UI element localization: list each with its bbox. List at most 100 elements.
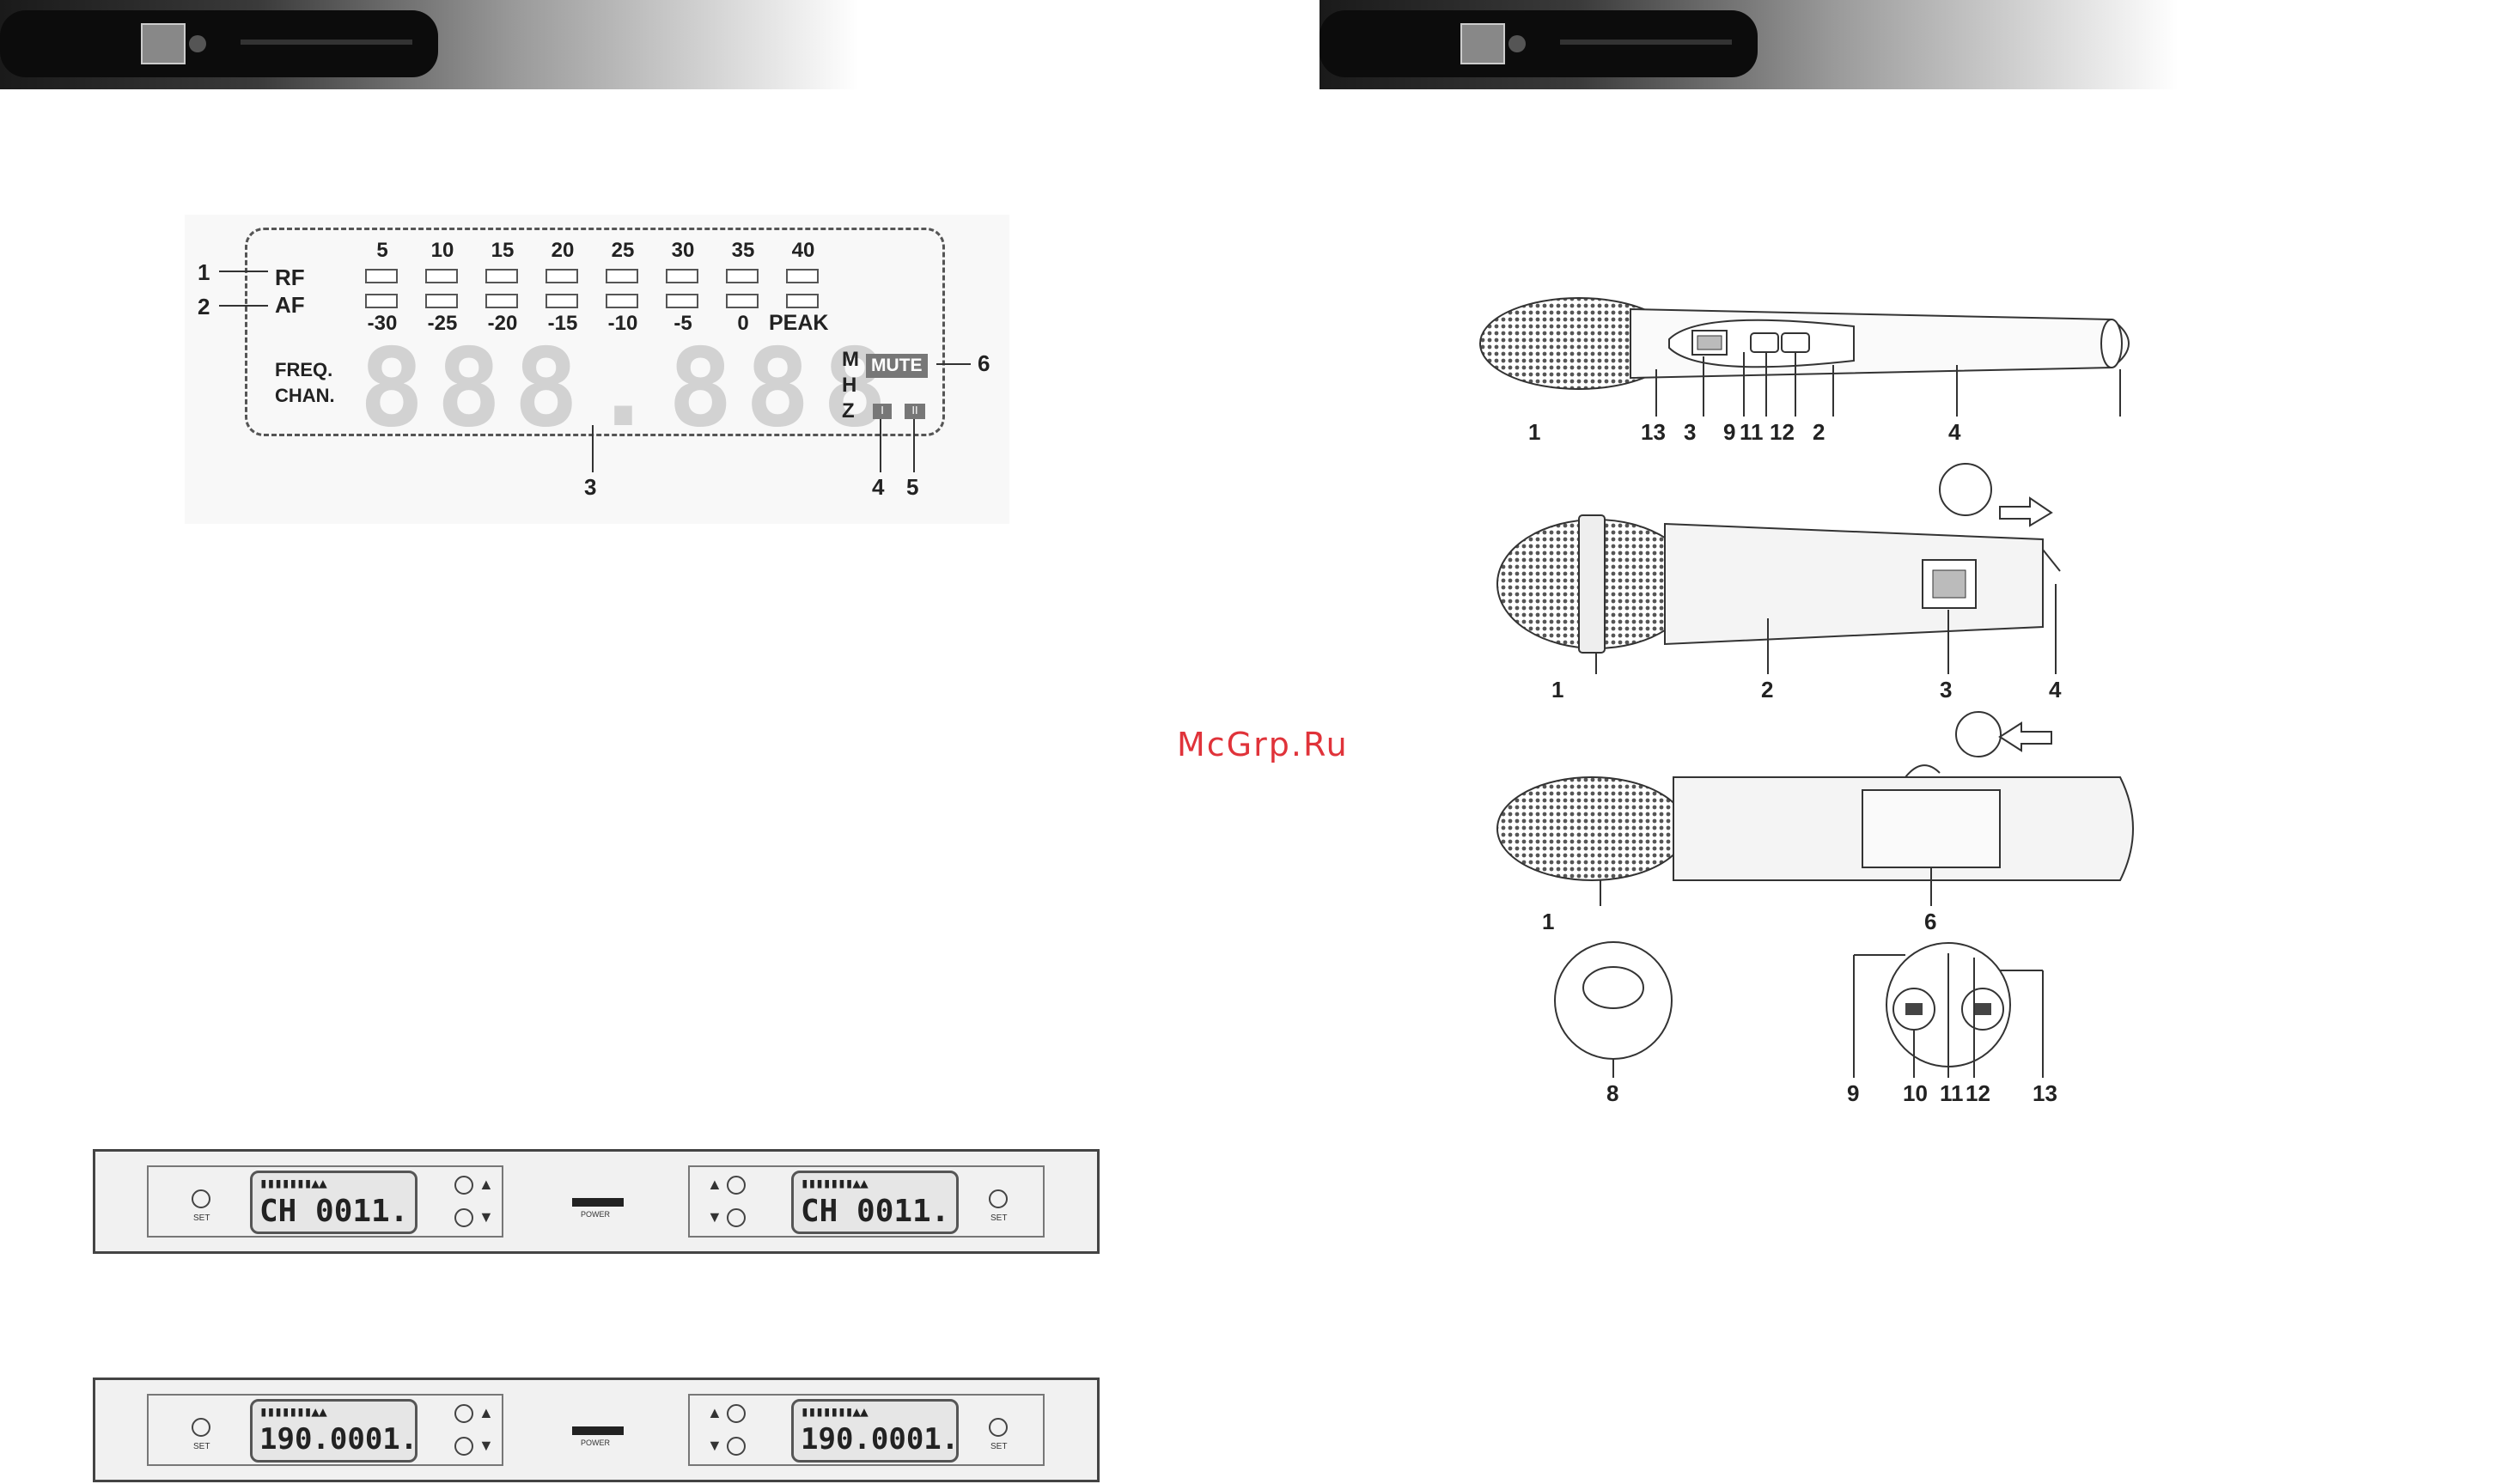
lcd-screen-left: ▮▮▮▮▮▮▮▲▲ 190.0001. bbox=[250, 1399, 418, 1463]
lcd-text-left: 190.0001. bbox=[259, 1422, 418, 1457]
power-switch[interactable] bbox=[572, 1198, 624, 1207]
receiver-panel-frequency: SET ▮▮▮▮▮▮▮▲▲ 190.0001. ▲ ▼ POWER ▲ ▼ ▮▮… bbox=[93, 1378, 1100, 1482]
receiver-panel-channel: SET ▮▮▮▮▮▮▮▲▲ CH 0011. ▲ ▼ POWER ▲ ▼ ▮▮▮… bbox=[93, 1149, 1100, 1254]
panel-callout-13: 13 bbox=[2033, 1080, 2057, 1107]
mic1-callout-9: 9 bbox=[1723, 419, 1735, 446]
rf-bar bbox=[666, 269, 698, 283]
lcd-screen-left: ▮▮▮▮▮▮▮▲▲ CH 0011. bbox=[250, 1171, 418, 1234]
lcd-text-right: 190.0001. bbox=[801, 1422, 959, 1457]
unit-m: M bbox=[842, 348, 859, 372]
callout-4: 4 bbox=[872, 474, 884, 501]
mic1-callout-2: 2 bbox=[1813, 419, 1825, 446]
indicator-b: II bbox=[905, 404, 925, 419]
callout-5: 5 bbox=[906, 474, 918, 501]
set-label-left: SET bbox=[193, 1213, 210, 1223]
af-bar bbox=[726, 294, 759, 308]
mic2-callout-3: 3 bbox=[1940, 677, 1952, 703]
lcd-meter-right: ▮▮▮▮▮▮▮▲▲ bbox=[801, 1175, 868, 1191]
mic1-callout-12: 12 bbox=[1770, 419, 1795, 446]
indicator-a: I bbox=[873, 404, 892, 419]
right-page: 1 13 3 9 11 12 2 4 1 2 3 4 1 6 8 9 10 11… bbox=[1252, 0, 2505, 1484]
rf-scale-1: 5 bbox=[357, 239, 408, 263]
mic2-callout-2: 2 bbox=[1761, 677, 1773, 703]
down-arrow-left: ▼ bbox=[478, 1437, 494, 1455]
mic1-callout-3: 3 bbox=[1684, 419, 1696, 446]
lcd-meter-left: ▮▮▮▮▮▮▮▲▲ bbox=[259, 1403, 326, 1420]
lcd-text-right: CH 0011. bbox=[801, 1194, 949, 1229]
set-button-right[interactable] bbox=[989, 1189, 1008, 1208]
up-arrow-left: ▲ bbox=[478, 1176, 494, 1194]
down-arrow-right: ▼ bbox=[707, 1437, 722, 1455]
set-button-left[interactable] bbox=[192, 1189, 210, 1208]
down-arrow-right: ▼ bbox=[707, 1208, 722, 1226]
up-arrow-right: ▲ bbox=[707, 1176, 722, 1194]
mic2-callout-4: 4 bbox=[2049, 677, 2061, 703]
rf-scale-4: 20 bbox=[537, 239, 588, 263]
up-button-right[interactable] bbox=[727, 1176, 746, 1195]
mic1-callout-1: 1 bbox=[1528, 419, 1540, 446]
mic3-callout-6: 6 bbox=[1924, 909, 1936, 935]
rf-bar bbox=[786, 269, 819, 283]
mic3-callout-1: 1 bbox=[1542, 909, 1554, 935]
set-label-left: SET bbox=[193, 1442, 210, 1451]
panel-callout-11: 11 bbox=[1940, 1080, 1964, 1107]
mic2-callout-1: 1 bbox=[1551, 677, 1563, 703]
rf-bar bbox=[365, 269, 398, 283]
down-arrow-left: ▼ bbox=[478, 1208, 494, 1226]
lcd-text-left: CH 0011. bbox=[259, 1194, 408, 1229]
mic-2 bbox=[1497, 464, 2060, 674]
freq-label: FREQ. bbox=[275, 359, 332, 381]
af-bar bbox=[786, 294, 819, 308]
down-button-left[interactable] bbox=[454, 1208, 473, 1227]
set-label-right: SET bbox=[990, 1213, 1007, 1223]
af-bar bbox=[485, 294, 518, 308]
down-button-right[interactable] bbox=[727, 1437, 746, 1456]
callout-3: 3 bbox=[584, 474, 596, 501]
set-label-right: SET bbox=[990, 1442, 1007, 1451]
unit-z: Z bbox=[842, 399, 855, 423]
down-button-left[interactable] bbox=[454, 1437, 473, 1456]
mic1-callout-4: 4 bbox=[1948, 419, 1960, 446]
rf-bar bbox=[425, 269, 458, 283]
up-arrow-right: ▲ bbox=[707, 1404, 722, 1422]
chan-label: CHAN. bbox=[275, 385, 335, 407]
set-button-left[interactable] bbox=[192, 1418, 210, 1437]
rf-scale-7: 35 bbox=[717, 239, 769, 263]
panel-callout-12: 12 bbox=[1966, 1080, 1990, 1107]
rf-scale-2: 10 bbox=[417, 239, 468, 263]
panel-callout-9: 9 bbox=[1847, 1080, 1859, 1107]
af-bar bbox=[666, 294, 698, 308]
up-arrow-left: ▲ bbox=[478, 1404, 494, 1422]
mic-diagrams bbox=[1252, 0, 2505, 1484]
rf-bar bbox=[606, 269, 638, 283]
mic-cap bbox=[1555, 942, 1672, 1078]
rf-scale-5: 25 bbox=[597, 239, 649, 263]
power-label: POWER bbox=[581, 1438, 610, 1447]
unit-h: H bbox=[842, 374, 856, 398]
panel-callout-10: 10 bbox=[1903, 1080, 1928, 1107]
af-bar bbox=[365, 294, 398, 308]
rf-scale-3: 15 bbox=[477, 239, 528, 263]
down-button-right[interactable] bbox=[727, 1208, 746, 1227]
mute-indicator: MUTE bbox=[866, 354, 928, 378]
lcd-meter-left: ▮▮▮▮▮▮▮▲▲ bbox=[259, 1175, 326, 1191]
up-button-right[interactable] bbox=[727, 1404, 746, 1423]
left-page: 1 RF 2 AF 5 10 15 20 25 30 35 40 bbox=[0, 0, 1252, 1484]
lcd-meter-right: ▮▮▮▮▮▮▮▲▲ bbox=[801, 1403, 868, 1420]
cap-callout-8: 8 bbox=[1606, 1080, 1618, 1107]
set-button-right[interactable] bbox=[989, 1418, 1008, 1437]
rf-scale-8: 40 bbox=[777, 239, 829, 263]
mic-3 bbox=[1497, 712, 2133, 906]
af-bar bbox=[606, 294, 638, 308]
rf-scale-6: 30 bbox=[657, 239, 709, 263]
power-switch[interactable] bbox=[572, 1426, 624, 1435]
up-button-left[interactable] bbox=[454, 1176, 473, 1195]
rf-bar bbox=[485, 269, 518, 283]
mic1-callout-13: 13 bbox=[1641, 419, 1666, 446]
up-button-left[interactable] bbox=[454, 1404, 473, 1423]
lcd-screen-right: ▮▮▮▮▮▮▮▲▲ CH 0011. bbox=[791, 1171, 959, 1234]
power-label: POWER bbox=[581, 1210, 610, 1219]
lcd-screen-right: ▮▮▮▮▮▮▮▲▲ 190.0001. bbox=[791, 1399, 959, 1463]
af-bar bbox=[425, 294, 458, 308]
af-bar bbox=[545, 294, 578, 308]
